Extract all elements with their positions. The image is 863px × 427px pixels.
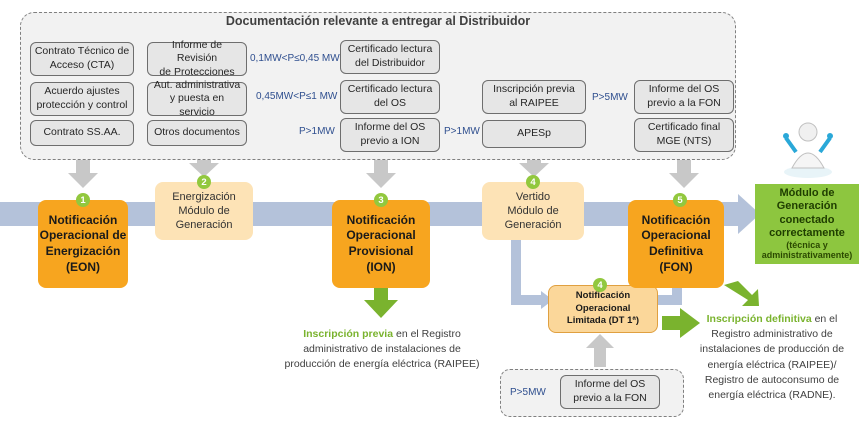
doc-arrow-1 xyxy=(68,173,98,188)
stage-dt: Notificación Operacional Limitada (DT 1ª… xyxy=(548,285,658,333)
doc-inf-fon: Informe del OS previo a la FON xyxy=(634,80,734,114)
note-def-bold: Inscripción definitiva xyxy=(706,313,812,325)
stage-ion: Notificación Operacional Provisional (IO… xyxy=(332,200,430,288)
dt-up xyxy=(672,278,682,305)
stage-vertido: Vertido Módulo de Generación xyxy=(482,182,584,240)
branch-right xyxy=(511,295,543,305)
doc-revision: Informe de Revisión de Protecciones xyxy=(147,39,247,78)
condition-c1: 0,1MW<P≤0,45 MW xyxy=(250,53,340,64)
condition-c4: P>1MW xyxy=(444,126,480,137)
branch-arrowhead xyxy=(541,291,553,309)
dt-out xyxy=(658,295,680,305)
badge-5: 5 xyxy=(673,193,687,207)
doc-arrow-2 xyxy=(189,163,219,177)
doc-inf-ion: Informe del OS previo a ION xyxy=(340,118,440,152)
stage-fon: Notificación Operacional Definitiva (FON… xyxy=(628,200,724,288)
connected-person-icon xyxy=(778,118,838,180)
doc-ssaa: Contrato SS.AA. xyxy=(30,120,134,146)
final-subtitle: (técnica y administrativamente) xyxy=(761,240,853,261)
green-arrow-dt xyxy=(680,308,700,338)
doc-raipee: Inscripción previa al RAIPEE xyxy=(482,80,586,114)
green-arrow-fon xyxy=(724,281,759,306)
badge-4: 4 xyxy=(526,175,540,189)
stage-eon: Notificación Operacional de Energización… xyxy=(38,200,128,288)
note-inscripcion-definitiva: Inscripción definitiva en el Registro ad… xyxy=(688,312,856,403)
doc-otros: Otros documentos xyxy=(147,120,247,146)
badge-1: 1 xyxy=(76,193,90,207)
timeline-arrowhead xyxy=(738,194,760,234)
doc-ajustes: Acuerdo ajustes protección y control xyxy=(30,82,134,116)
doc-arrow-3 xyxy=(366,173,396,188)
note-previa-text: en el Registro administrativo de instala… xyxy=(284,328,480,371)
condition-c3: P>1MW xyxy=(299,126,335,137)
condition-c6: P>5MW xyxy=(510,387,546,398)
branch-down xyxy=(511,238,521,303)
final-status-box: Módulo de Generación conectado correctam… xyxy=(755,184,859,264)
doc-apesp: APESp xyxy=(482,120,586,148)
doc-arrow-4 xyxy=(519,163,549,177)
green-arrow-ion xyxy=(364,300,398,318)
note-inscripcion-previa: Inscripción previa en el Registro admini… xyxy=(282,327,482,373)
doc-cert-dist: Certificado lectura del Distribuidor xyxy=(340,40,440,74)
condition-c5: P>5MW xyxy=(592,92,628,103)
doc-cta: Contrato Técnico de Acceso (CTA) xyxy=(30,42,134,76)
doc-arrow-5 xyxy=(669,173,699,188)
condition-c2: 0,45MW<P≤1 MW xyxy=(256,91,338,102)
badge-4b: 4 xyxy=(593,278,607,292)
doc-cert-os: Certificado lectura del OS xyxy=(340,80,440,114)
fon-arrow-up xyxy=(586,334,614,348)
documents-title: Documentación relevante a entregar al Di… xyxy=(225,14,531,28)
badge-2: 2 xyxy=(197,175,211,189)
doc-mge: Certificado final MGE (NTS) xyxy=(634,118,734,152)
stage-energizacion: Energización Módulo de Generación xyxy=(155,182,253,240)
badge-3: 3 xyxy=(374,193,388,207)
note-previa-bold: Inscripción previa xyxy=(303,328,394,340)
doc-inf-fon-2: Informe del OS previo a la FON xyxy=(560,375,660,409)
final-title: Módulo de Generación conectado correctam… xyxy=(769,187,845,239)
note-def-text: en el Registro administrativo de instala… xyxy=(699,313,845,402)
doc-aut: Aut. administrativa y puesta en servicio xyxy=(147,79,247,118)
